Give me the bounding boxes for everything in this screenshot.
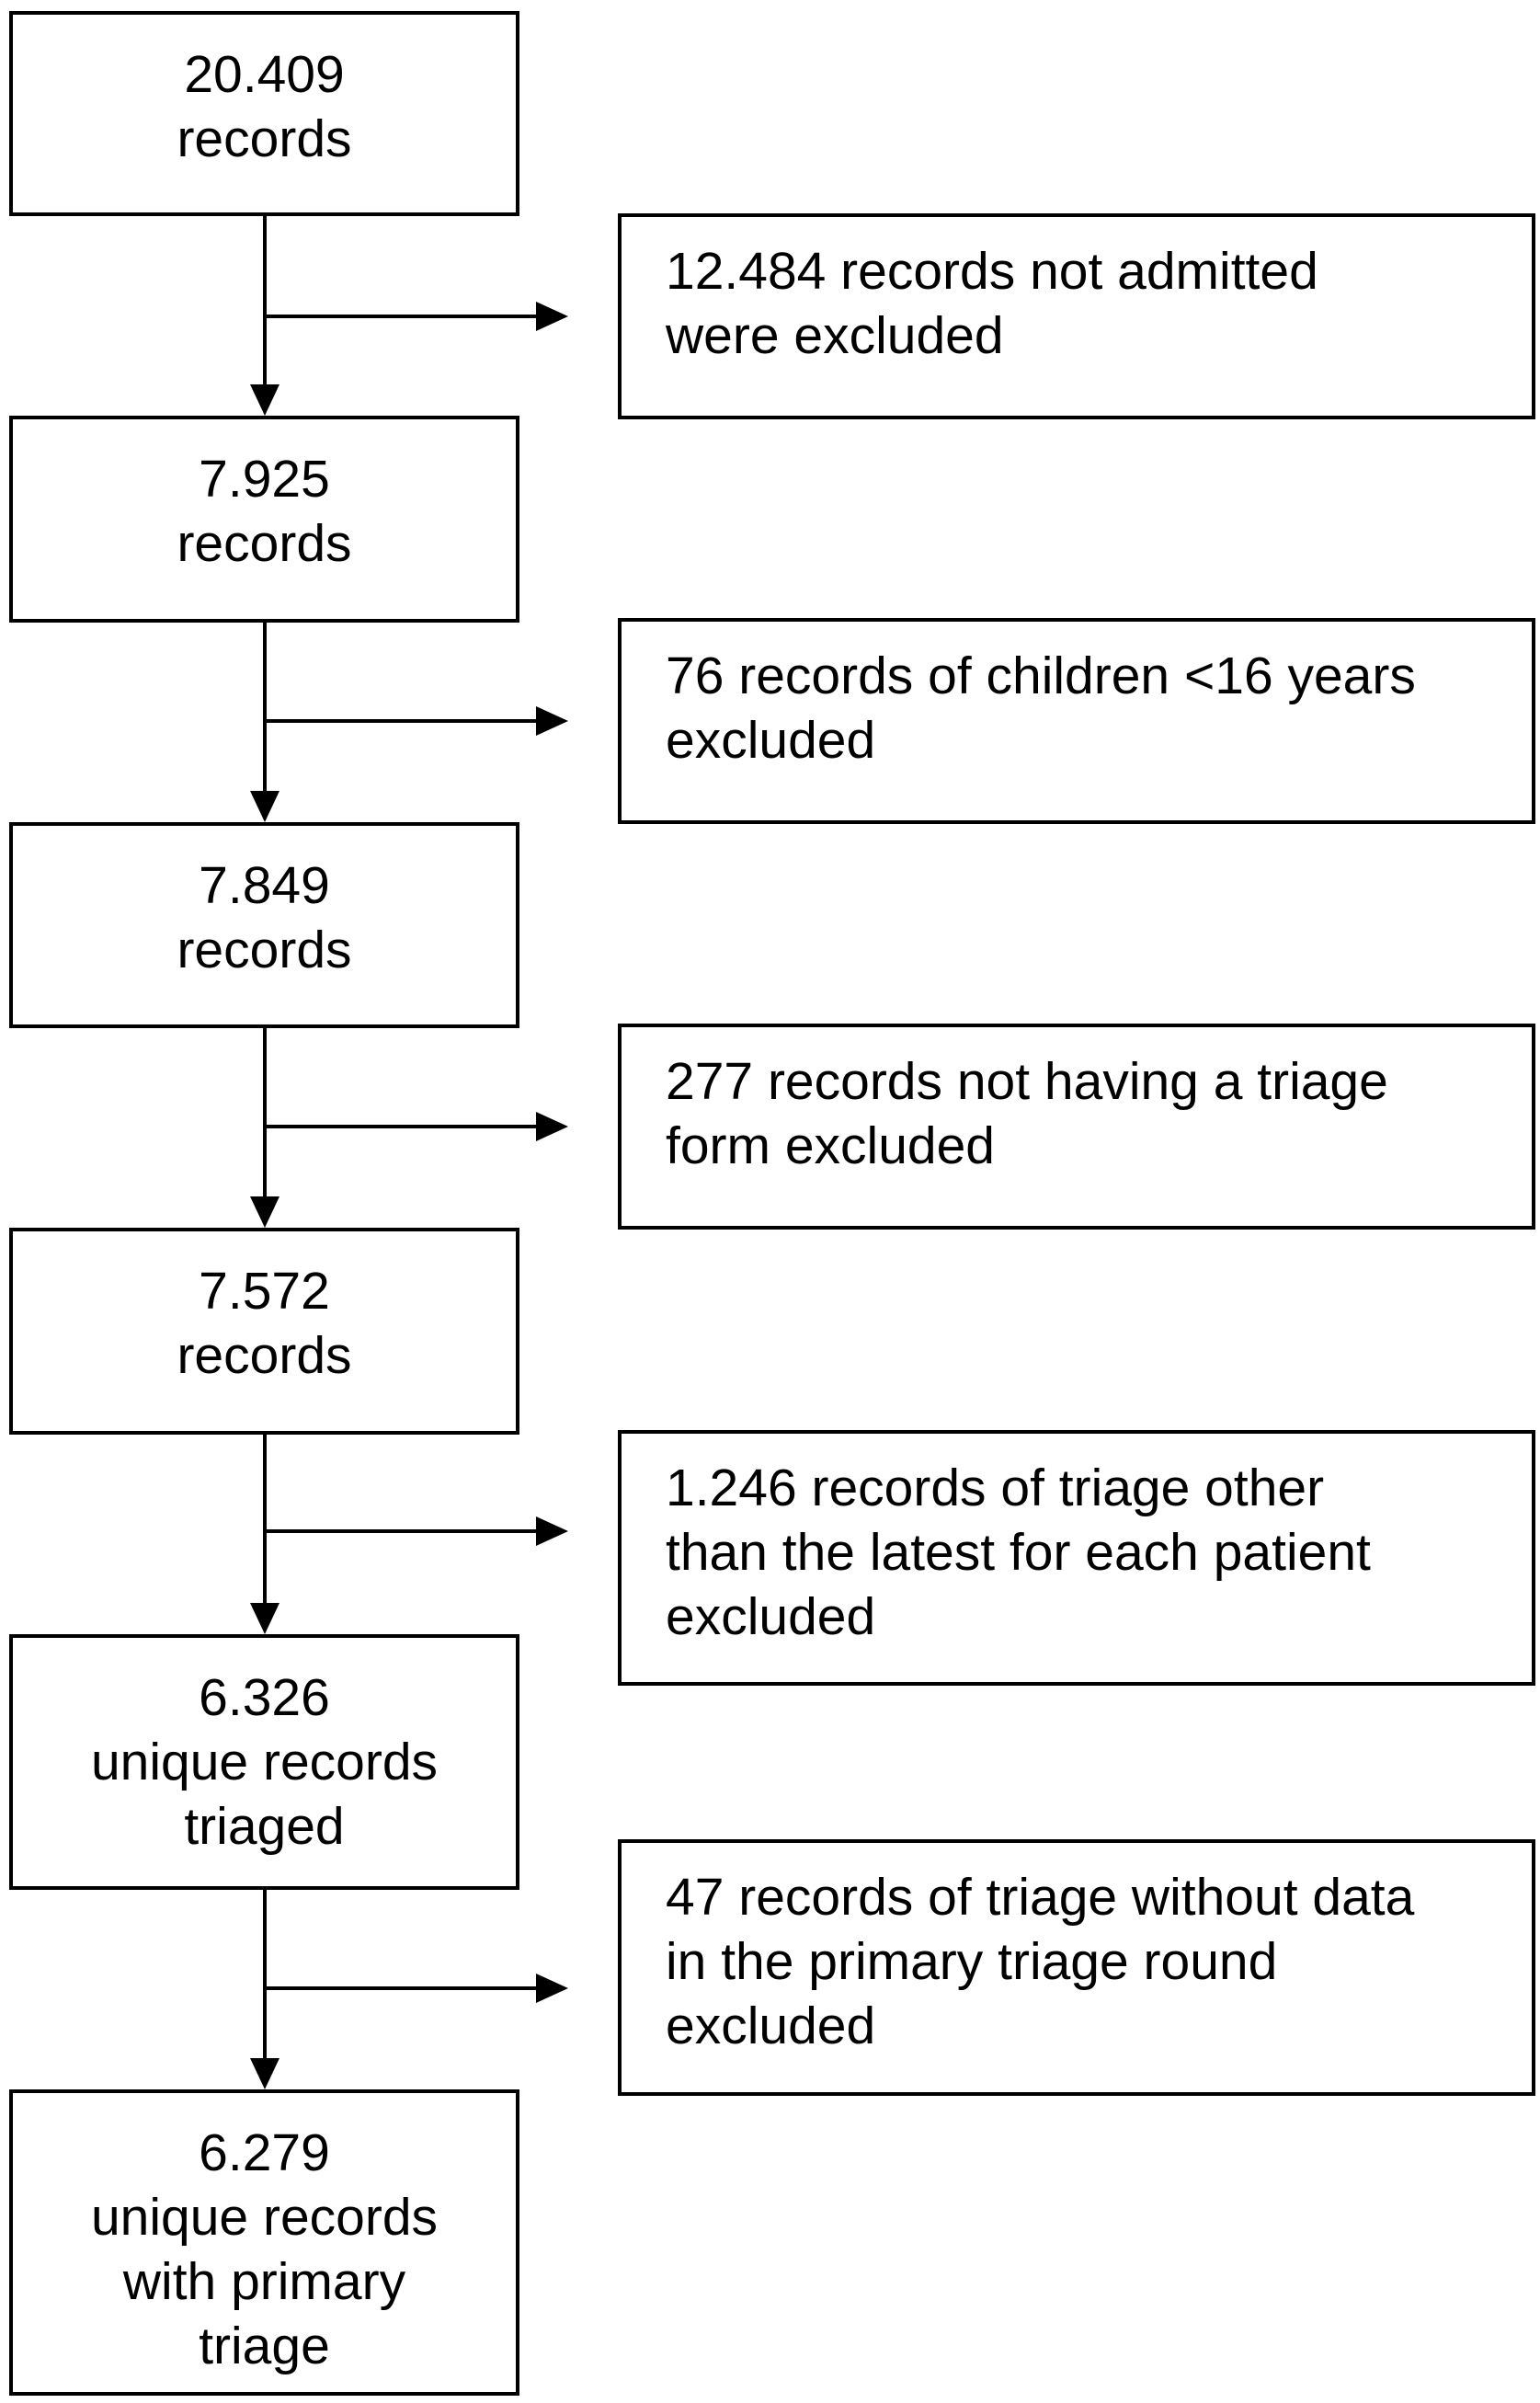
arrow-to-exclusion-1 [265, 302, 568, 331]
arrow-step-5-to-6 [250, 1890, 279, 2089]
exclusion-3-line-1: 277 records not having a triage [666, 1052, 1388, 1111]
exclusion-4-line-3: excluded [666, 1587, 876, 1646]
step-6-count: 6.279 [199, 2123, 330, 2182]
step-box-6: 6.279 unique records with primary triage [9, 2089, 519, 2396]
exclusion-4-line-1: 1.246 records of triage other [666, 1459, 1325, 1517]
step-6-label-3: triage [199, 2317, 330, 2375]
step-5-label-1: unique records [90, 1733, 439, 1791]
step-2-label: records [177, 514, 352, 573]
step-4-count: 7.572 [199, 1262, 330, 1321]
arrow-step-3-to-4 [250, 1028, 279, 1228]
exclusion-5-line-3: excluded [666, 1997, 876, 2055]
arrow-to-exclusion-5 [265, 1974, 568, 2003]
step-3-label: records [177, 921, 352, 979]
step-1-label: records [177, 109, 352, 168]
exclusion-2-line-1: 76 records of children <16 years [666, 647, 1416, 705]
exclusion-box-1: 12.484 records not admitted were exclude… [618, 213, 1535, 419]
step-2-count: 7.925 [199, 450, 330, 509]
step-3-count: 7.849 [199, 856, 330, 915]
step-box-5: 6.326 unique records triaged [9, 1634, 519, 1890]
exclusion-4-line-2: than the latest for each patient [666, 1523, 1371, 1582]
exclusion-5-line-1: 47 records of triage without data [666, 1868, 1415, 1927]
step-5-label-2: triaged [184, 1797, 345, 1856]
arrow-step-1-to-2 [250, 216, 279, 416]
exclusion-5-line-2: in the primary triage round [666, 1932, 1278, 1991]
step-1-count: 20.409 [184, 45, 345, 104]
exclusion-1-line-2: were excluded [666, 306, 1004, 365]
step-6-label-2: with primary [122, 2252, 406, 2311]
exclusion-box-5: 47 records of triage without data in the… [618, 1839, 1535, 2096]
arrow-step-2-to-3 [250, 623, 279, 822]
step-box-4: 7.572 records [9, 1228, 519, 1435]
exclusion-2-line-2: excluded [666, 711, 876, 770]
step-5-count: 6.326 [199, 1668, 330, 1727]
step-4-label: records [177, 1326, 352, 1385]
exclusion-1-line-1: 12.484 records not admitted [666, 242, 1318, 301]
exclusion-3-line-2: form excluded [666, 1116, 996, 1175]
step-6-label-1: unique records [90, 2188, 439, 2247]
arrow-step-4-to-5 [250, 1435, 279, 1634]
step-box-3: 7.849 records [9, 822, 519, 1028]
exclusion-box-4: 1.246 records of triage other than the l… [618, 1430, 1535, 1686]
exclusion-box-3: 277 records not having a triage form exc… [618, 1024, 1535, 1230]
step-box-2: 7.925 records [9, 416, 519, 623]
step-box-1: 20.409 records [9, 11, 519, 216]
arrow-to-exclusion-4 [265, 1516, 568, 1546]
arrow-to-exclusion-3 [265, 1112, 568, 1141]
exclusion-box-2: 76 records of children <16 years exclude… [618, 618, 1535, 824]
arrow-to-exclusion-2 [265, 706, 568, 736]
